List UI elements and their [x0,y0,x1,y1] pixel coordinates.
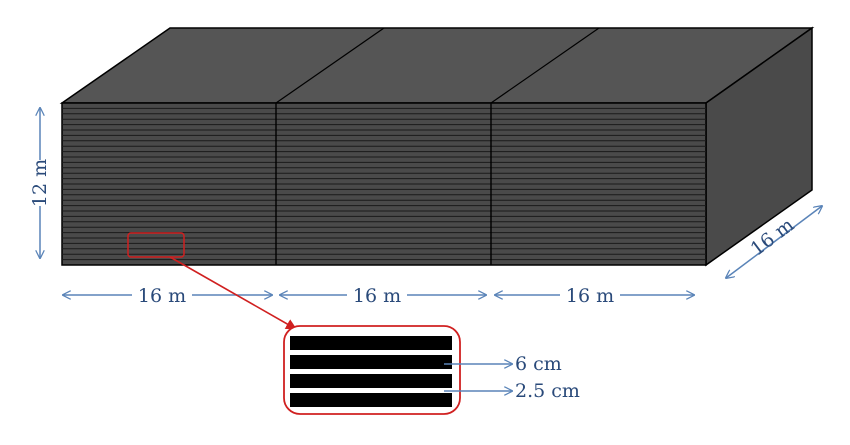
inset-layer-3 [290,374,452,388]
inset-layer-2 [290,355,452,369]
height-label: 12 m [29,159,51,207]
inset-layer-4 [290,393,452,407]
width-label-bg-3 [560,283,620,307]
block-top-face [59,27,815,104]
height-label-bg [30,160,50,206]
callout-arrow [169,256,297,330]
width-label-3: 16 m [566,285,614,307]
highlight-box [127,232,185,258]
top-divider-1 [275,27,385,104]
inset-layer-1 [290,336,452,350]
top-divider-2 [490,27,600,104]
layer-label: 2.5 cm [515,380,580,402]
front-layer-lines [62,107,706,261]
width-label-2: 16 m [353,285,401,307]
width-label-1: 16 m [138,285,186,307]
gap-label: 6 cm [515,353,562,375]
width-label-bg-2 [347,283,407,307]
depth-arrow [726,206,822,278]
width-label-bg-1 [132,283,192,307]
